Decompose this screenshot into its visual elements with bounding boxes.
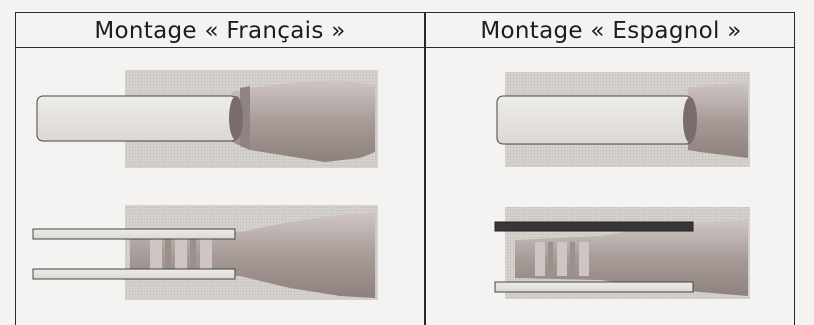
fitting-ferrule: [229, 80, 375, 162]
column-divider: [424, 13, 426, 325]
fitting-crimped: [130, 212, 375, 298]
fitting-ferrule: [688, 82, 748, 158]
french-assembly-before: [36, 70, 378, 168]
insert-ribs: [535, 242, 589, 276]
insert-ribs: [150, 238, 212, 272]
spanish-assembly-before: [496, 72, 750, 167]
spanish-assembly-after: [494, 207, 750, 299]
pipe-end: [229, 96, 243, 140]
pipe: [36, 95, 238, 142]
tube-lower-wall: [32, 268, 236, 280]
outer-sleeve: [494, 221, 694, 232]
french-assembly-after: [32, 205, 378, 300]
fitting-crimped: [515, 220, 748, 296]
pipe-end: [683, 97, 697, 143]
pipe: [496, 95, 693, 145]
tube-lower-wall: [494, 281, 694, 293]
header-row: Montage « Français » Montage « Espagnol …: [16, 13, 794, 48]
column-title-spanish: Montage « Espagnol »: [480, 18, 742, 44]
column-title-french: Montage « Français »: [94, 18, 346, 44]
comparison-table: Montage « Français » Montage « Espagnol …: [15, 12, 795, 325]
tube-upper-wall: [32, 228, 236, 240]
